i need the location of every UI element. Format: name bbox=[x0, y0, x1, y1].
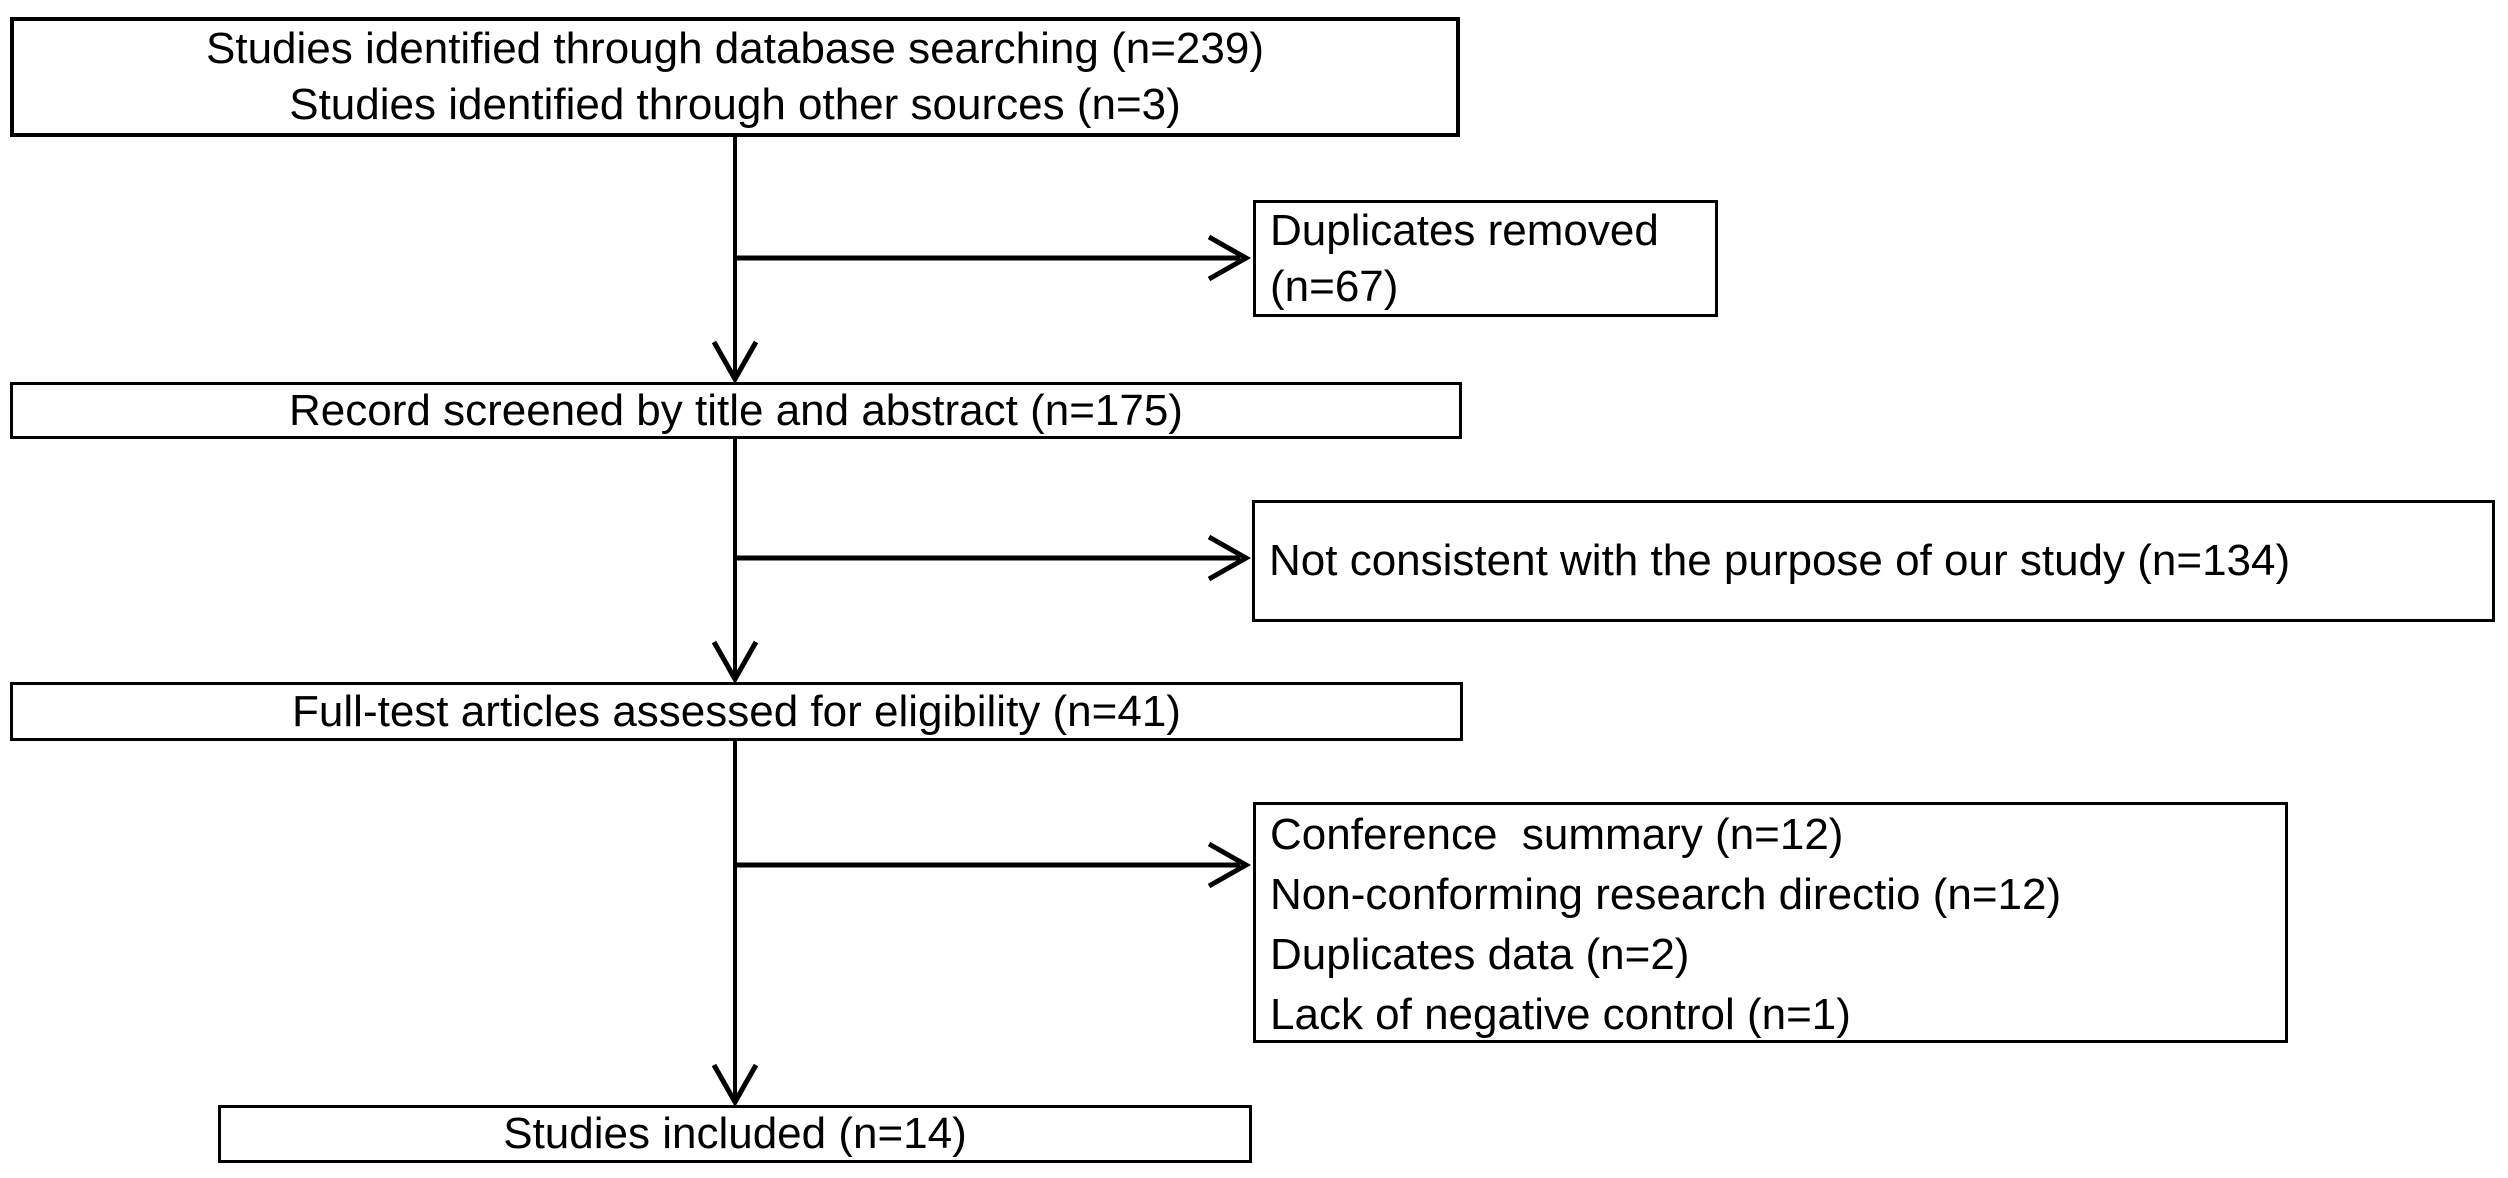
screening-label: Record screened by title and abstract (n… bbox=[289, 385, 1183, 435]
excluded-line-duplicates-data: Duplicates data (n=2) bbox=[1270, 930, 1690, 979]
branch-arrow-not-consistent bbox=[735, 534, 1252, 582]
identification-box: Studies identified through database sear… bbox=[10, 17, 1460, 137]
excluded-line-conference-summary: Conference summary (n=12) bbox=[1270, 810, 1844, 859]
eligibility-label: Full-test articles assessed for eligibil… bbox=[292, 686, 1181, 736]
identification-line-other-sources: Studies identified through other sources… bbox=[289, 80, 1181, 129]
arrow-eligibility-to-included bbox=[711, 741, 759, 1108]
arrow-identification-to-screening bbox=[711, 137, 759, 385]
not-consistent-label: Not consistent with the purpose of our s… bbox=[1269, 536, 2291, 585]
excluded-line-lack-negative-control: Lack of negative control (n=1) bbox=[1270, 990, 1851, 1039]
identification-line-database: Studies identified through database sear… bbox=[206, 24, 1264, 73]
not-consistent-box: Not consistent with the purpose of our s… bbox=[1252, 500, 2495, 622]
included-label: Studies included (n=14) bbox=[503, 1109, 967, 1158]
arrow-screening-to-eligibility bbox=[711, 439, 759, 685]
eligibility-box: Full-test articles assessed for eligibil… bbox=[10, 682, 1463, 741]
screening-box: Record screened by title and abstract (n… bbox=[10, 382, 1462, 439]
branch-arrow-excluded bbox=[735, 841, 1252, 889]
included-box: Studies included (n=14) bbox=[218, 1105, 1252, 1163]
branch-arrow-duplicates-removed bbox=[735, 234, 1252, 282]
excluded-line-non-conforming: Non-conforming research directio (n=12) bbox=[1270, 870, 2062, 919]
duplicates-removed-box: Duplicates removed (n=67) bbox=[1253, 200, 1718, 317]
duplicates-removed-label: Duplicates removed (n=67) bbox=[1270, 205, 1672, 311]
excluded-reasons-box: Conference summary (n=12) Non-conforming… bbox=[1253, 802, 2288, 1043]
